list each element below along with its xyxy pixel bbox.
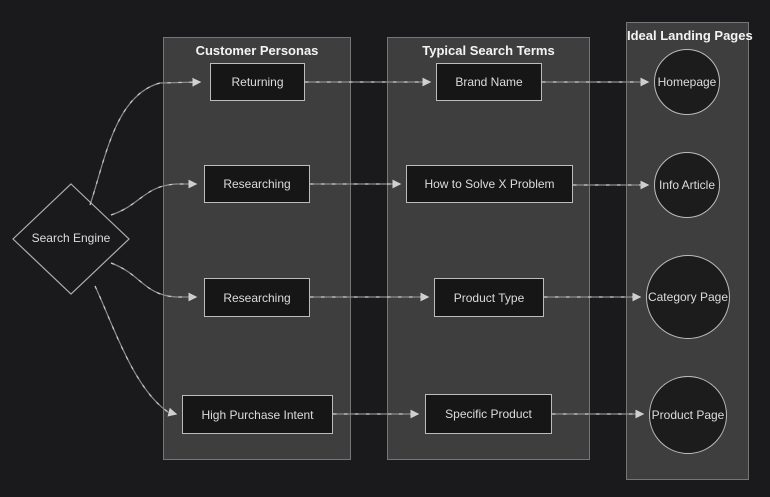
node-term-how-to-solve-x-problem: How to Solve X Problem xyxy=(406,165,573,203)
node-landing-category-page: Category Page xyxy=(646,255,730,339)
node-term-product-type: Product Type xyxy=(434,278,544,317)
node-persona-researching-2: Researching xyxy=(204,165,310,203)
edge-search-engine-high-purchase-intent xyxy=(94,285,178,417)
search-engine-label: Search Engine xyxy=(31,231,111,245)
node-landing-info-article: Info Article xyxy=(654,152,720,218)
panel-typical-search-terms: Typical Search Terms xyxy=(387,37,590,460)
node-term-brand-name: Brand Name xyxy=(436,63,542,101)
panel-title-typical-search-terms: Typical Search Terms xyxy=(422,43,555,58)
panel-customer-personas: Customer Personas xyxy=(163,37,351,460)
node-landing-homepage: Homepage xyxy=(654,49,720,115)
node-persona-researching-3: Researching xyxy=(204,278,310,317)
edge-search-engine-returning xyxy=(89,77,202,206)
edge-search-engine-researching-2 xyxy=(110,179,198,216)
edge-search-engine-researching-3 xyxy=(110,262,198,302)
panel-title-customer-personas: Customer Personas xyxy=(195,43,319,58)
node-persona-returning: Returning xyxy=(210,63,305,101)
node-term-specific-product: Specific Product xyxy=(425,394,552,434)
node-landing-product-page: Product Page xyxy=(649,376,727,454)
node-persona-high-purchase-intent: High Purchase Intent xyxy=(182,395,333,434)
panel-title-ideal-landing-pages: Ideal Landing Pages xyxy=(627,28,753,43)
search-engine-diamond-shape xyxy=(12,183,130,295)
